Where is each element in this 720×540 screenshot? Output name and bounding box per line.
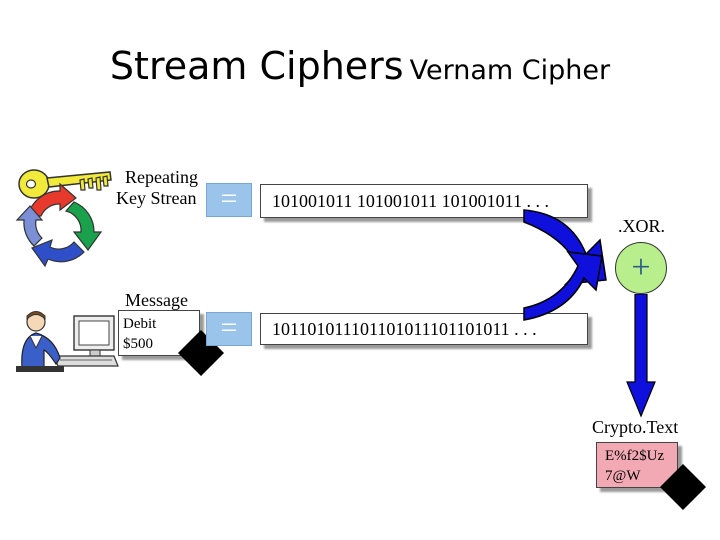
message-label: Message	[125, 290, 188, 310]
office-worker-computer-icon	[16, 311, 119, 372]
ciphertext-box: E%f2$Uz 7@W	[596, 442, 678, 488]
plaintext-line2: $500	[123, 336, 153, 352]
key-label-line2: Key Strean	[116, 188, 197, 208]
message-equals-box: =	[206, 312, 252, 346]
xor-label: .XOR.	[618, 216, 666, 236]
title-main: Stream Ciphers	[109, 44, 404, 88]
diamond-icon	[660, 464, 706, 510]
title-sub: Vernam Cipher	[409, 55, 611, 86]
key-label-line1: Repeating	[125, 167, 198, 187]
key-equals-box: =	[206, 183, 252, 217]
ciphertext-line1: E%f2$Uz	[605, 448, 665, 464]
down-arrow-icon	[626, 294, 656, 418]
merge-arrow-icon	[523, 209, 607, 321]
ciphertext-line2: 7@W	[605, 468, 641, 484]
plaintext-line1: Debit	[123, 316, 157, 332]
plaintext-box: Debit $500	[118, 310, 200, 356]
key-icon	[18, 169, 112, 199]
output-label: Crypto.Text	[592, 417, 679, 437]
cycle-arrows-icon	[15, 182, 103, 268]
key-cycle-illustration	[15, 169, 112, 268]
message-bits: 101101011101101011101101011 . . .	[260, 313, 588, 345]
xor-circle: +	[615, 242, 667, 294]
